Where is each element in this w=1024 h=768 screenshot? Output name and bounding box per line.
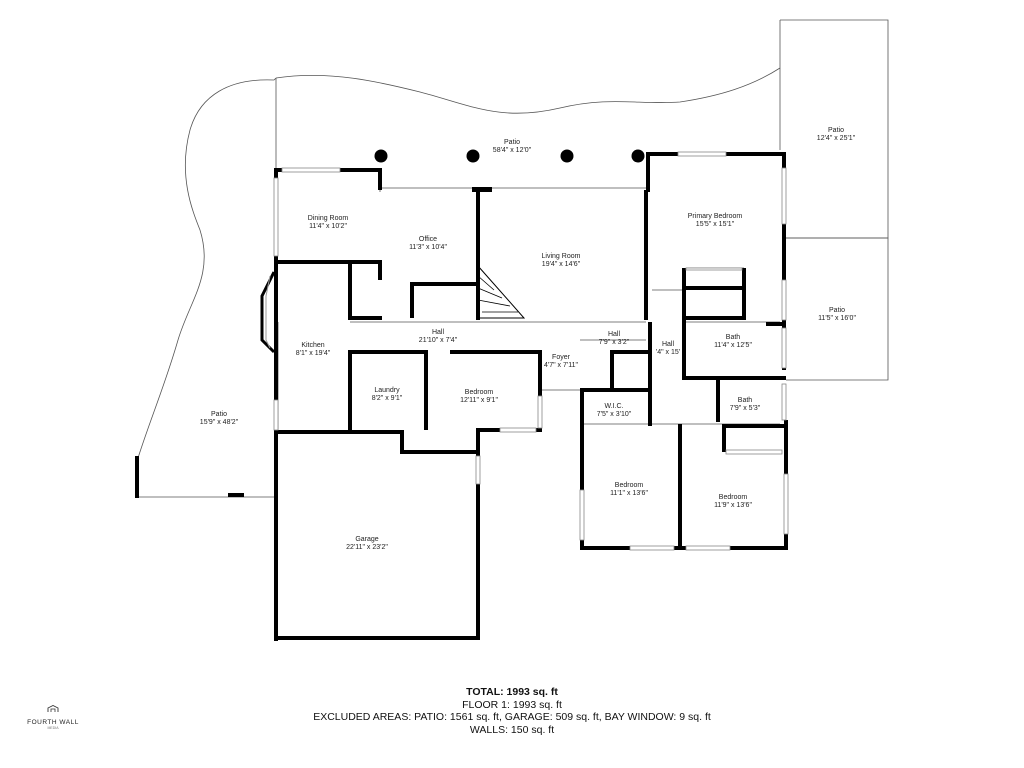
area-summary: TOTAL: 1993 sq. ft FLOOR 1: 1993 sq. ft … [0, 686, 1024, 736]
room-name: Primary Bedroom [688, 213, 743, 220]
room-dim: 58'4" x 12'0" [493, 147, 532, 154]
room-dim: 11'4" x 12'5" [714, 342, 752, 349]
room-dim: 11'4" x 10'2" [309, 223, 347, 230]
brand-tagline: MEDIA [47, 726, 59, 730]
room-dim: 19'4" x 14'6" [542, 261, 581, 268]
room-name: Patio [829, 307, 845, 314]
room-dim: 11'1" x 13'6" [610, 490, 648, 497]
room-name: Hall [432, 329, 445, 336]
room-dim: 15'9" x 48'2" [200, 419, 239, 426]
windows [135, 151, 789, 551]
room-name: Kitchen [301, 342, 324, 349]
house-icon [47, 704, 59, 712]
room-dim: '4" x 15' [656, 349, 680, 356]
room-dim: 12'11" x 9'1" [460, 397, 498, 404]
room-name: Bedroom [615, 482, 644, 489]
room-dim: 11'9" x 13'6" [714, 502, 752, 509]
room-labels: Patio 58'4" x 12'0" Patio 12'4" x 25'1" … [200, 127, 857, 551]
room-name: Bath [738, 397, 753, 404]
room-dim: 11'5" x 16'0" [818, 315, 856, 322]
room-name: Hall [662, 341, 675, 348]
room-name: Bedroom [719, 494, 748, 501]
patio-columns [374, 149, 645, 163]
walls-area: WALLS: 150 sq. ft [469, 723, 555, 736]
room-dim: 11'3" x 10'4" [409, 244, 447, 251]
room-dim: 7'5" x 3'10" [597, 411, 632, 418]
room-name: Patio [211, 411, 227, 418]
room-dim: 8'2" x 9'1" [372, 395, 403, 402]
brand-name: FOURTH WALL [27, 719, 79, 726]
brand-logo: FOURTH WALL MEDIA [18, 700, 88, 730]
room-name: Living Room [542, 253, 581, 260]
room-dim: 12'4" x 25'1" [817, 135, 856, 142]
fireplace [477, 264, 526, 319]
room-dim: 21'10" x 7'4" [419, 337, 458, 344]
room-name: Dining Room [308, 215, 349, 222]
room-name: Bedroom [465, 389, 494, 396]
room-dim: 7'9" x 3'2" [599, 339, 630, 346]
room-name: Hall [608, 331, 621, 338]
room-name: Office [419, 236, 437, 243]
room-dim: 15'5" x 15'1" [696, 221, 735, 228]
room-name: W.I.C. [604, 403, 623, 410]
room-name: Patio [828, 127, 844, 134]
total-area: TOTAL: 1993 sq. ft [466, 686, 558, 698]
excluded-areas: EXCLUDED AREAS: PATIO: 1561 sq. ft, GARA… [313, 711, 711, 723]
room-dim: 7'9" x 5'3" [730, 405, 761, 412]
floor-area: FLOOR 1: 1993 sq. ft [462, 698, 562, 711]
room-name: Garage [355, 536, 378, 543]
room-name: Bath [726, 334, 741, 341]
walls [228, 152, 788, 641]
room-dim: 4'7" x 7'11" [544, 362, 578, 369]
room-name: Patio [504, 139, 520, 146]
room-name: Laundry [374, 387, 400, 394]
room-dim: 8'1" x 19'4" [296, 350, 331, 357]
room-dim: 22'11" x 23'2" [346, 544, 388, 551]
room-name: Foyer [552, 354, 571, 361]
